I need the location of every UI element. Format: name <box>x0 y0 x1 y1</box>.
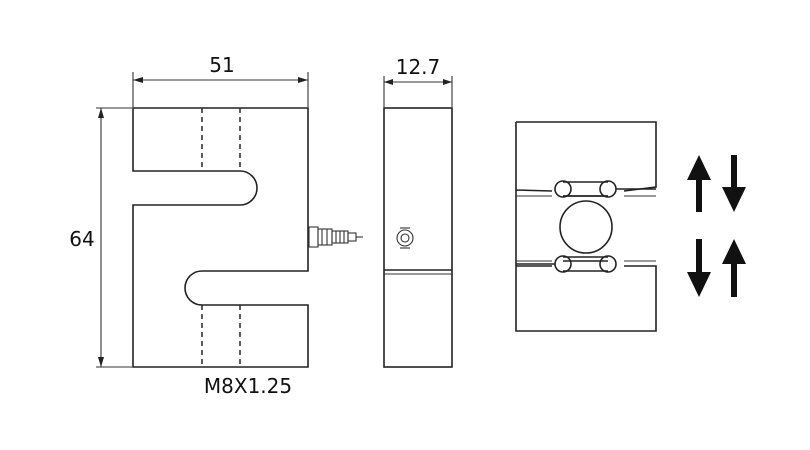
height-label: 64 <box>69 227 94 251</box>
arrow-up-icon <box>687 155 711 212</box>
side-body-outline <box>383 107 453 368</box>
s-body-outline <box>132 107 309 368</box>
arrow-up-icon <box>722 239 746 297</box>
load-direction-arrows <box>687 155 746 297</box>
lower-thread-hole <box>201 305 241 367</box>
width-dimension: 51 <box>132 53 309 107</box>
load-schematic <box>515 121 657 332</box>
height-dimension: 64 <box>69 107 132 368</box>
thickness-dimension: 12.7 <box>383 55 453 107</box>
arrow-down-icon <box>687 239 711 297</box>
upper-thread-hole <box>201 108 241 171</box>
lower-slot <box>516 255 617 273</box>
schematic-outline <box>515 121 657 197</box>
upper-slot <box>554 180 656 198</box>
cable-connector <box>308 226 363 248</box>
front-view: 51 64 <box>69 53 363 398</box>
center-bore <box>559 200 613 254</box>
thickness-label: 12.7 <box>396 55 441 79</box>
connector-end-view <box>396 227 414 249</box>
width-label: 51 <box>209 53 234 77</box>
side-view: 12.7 <box>383 55 453 368</box>
arrow-down-icon <box>722 155 746 212</box>
thread-spec-label: M8X1.25 <box>204 374 292 398</box>
